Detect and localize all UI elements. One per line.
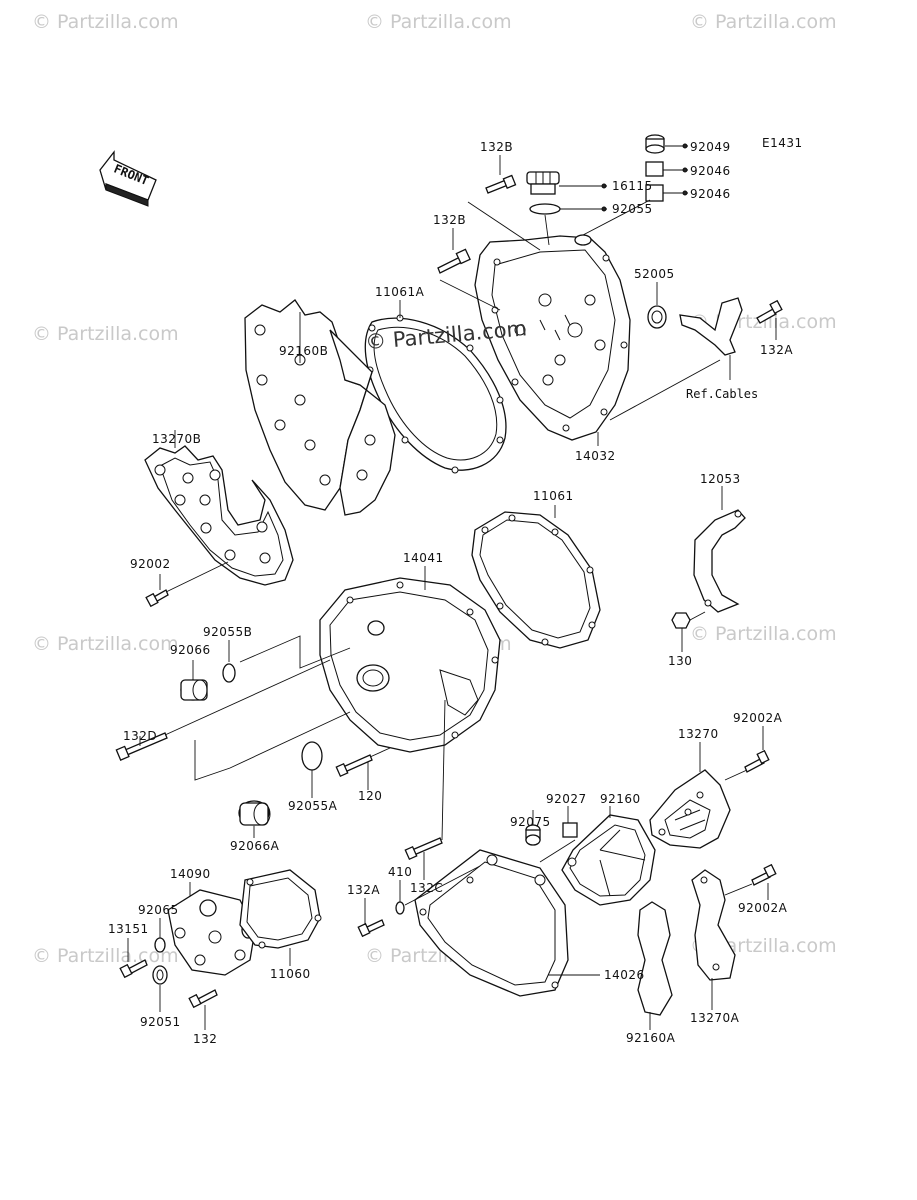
label-13270B: 13270B (152, 432, 201, 446)
label-410: 410 (388, 865, 412, 879)
bolt-92002 (145, 561, 229, 608)
cover-14026 (404, 839, 600, 997)
bolt-132C (404, 699, 446, 880)
label-16115: 16115 (612, 179, 653, 193)
bolt-132B-mid (437, 228, 471, 274)
bolt-13151 (119, 938, 148, 979)
clutch-cover-14032 (439, 199, 721, 446)
oil-seal-52005 (647, 282, 667, 329)
bolt-130 (671, 611, 706, 652)
watermark-text: © Partzilla.com (32, 633, 179, 655)
dowel-92027 (562, 806, 578, 838)
label-92002: 92002 (130, 557, 171, 571)
part-92046-bushing-b (645, 184, 688, 202)
label-92055: 92055 (612, 202, 653, 216)
label-132A: 132A (347, 883, 380, 897)
bolt-132D (115, 659, 351, 781)
label-92046: 92046 (690, 187, 731, 201)
label-132A: 132A (760, 343, 793, 357)
oring-92065 (154, 918, 166, 953)
label-11061A: 11061A (375, 285, 425, 299)
plug-92066 (180, 660, 208, 701)
oring-92055B (222, 635, 351, 683)
label-92049: 92049 (690, 140, 731, 154)
plate-13270B (144, 430, 294, 586)
label-92002A: 92002A (733, 711, 783, 725)
bolt-92002A-upper (724, 726, 770, 781)
watermark-text: © Partzilla.com (32, 11, 179, 33)
label-130: 130 (668, 654, 692, 668)
plate-13270 (649, 742, 731, 849)
plug-92066A (238, 800, 271, 838)
washer-410 (395, 880, 405, 915)
label-132D: 132D (123, 729, 157, 743)
cable-bracket (679, 297, 743, 380)
ref-cables-label: Ref.Cables (686, 387, 758, 401)
plate-13270A (691, 869, 736, 1010)
label-92160: 92160 (600, 792, 641, 806)
label-13270A: 13270A (690, 1011, 740, 1025)
label-52005: 52005 (634, 267, 675, 281)
guide-12053 (693, 486, 746, 613)
label-13270: 13270 (678, 727, 719, 741)
label-92160B: 92160B (279, 344, 328, 358)
label-92051: 92051 (140, 1015, 181, 1029)
label-92055B: 92055B (203, 625, 252, 639)
diagram-code: E1431 (762, 136, 803, 150)
part-labels: 132B 16115 92055 92049 92046 92046 132B … (108, 140, 793, 1046)
label-12053: 12053 (700, 472, 741, 486)
bolt-120 (335, 747, 391, 790)
label-14041: 14041 (403, 551, 444, 565)
insulator-92160 (561, 806, 656, 906)
dowel-92075 (525, 810, 541, 846)
label-11061: 11061 (533, 489, 574, 503)
oring-92055A (301, 741, 323, 798)
label-92046: 92046 (690, 164, 731, 178)
insulator-92160A (637, 901, 673, 1030)
bolt-132B-top (485, 155, 517, 194)
insulator-92160B (244, 299, 396, 516)
part-92046-bushing-a (645, 161, 688, 177)
label-92002A: 92002A (738, 901, 788, 915)
bolt-132A-low (357, 898, 385, 938)
label-92066A: 92066A (230, 839, 280, 853)
label-92027: 92027 (546, 792, 587, 806)
gasket-11061 (471, 505, 601, 649)
oring-92055 (529, 203, 607, 215)
watermark-text: © Partzilla.com (365, 11, 512, 33)
label-132B: 132B (433, 213, 466, 227)
watermark-text: © Partzilla.com (690, 623, 837, 645)
label-132C: 132C (410, 881, 443, 895)
label-13151: 13151 (108, 922, 149, 936)
crankcase-cover-14041 (319, 566, 501, 753)
bolt-92002A-lower (724, 863, 777, 900)
label-14032: 14032 (575, 449, 616, 463)
label-92075: 92075 (510, 815, 551, 829)
label-92065: 92065 (138, 903, 179, 917)
gasket-11060 (239, 869, 322, 966)
front-arrow-icon: FRONT (99, 150, 157, 207)
filler-cap-16115 (526, 171, 607, 195)
watermark-text: © Partzilla.com (690, 11, 837, 33)
part-92049-washer (645, 134, 688, 154)
oring-92051 (152, 965, 168, 1012)
label-92066: 92066 (170, 643, 211, 657)
label-132B: 132B (480, 140, 513, 154)
label-14090: 14090 (170, 867, 211, 881)
watermark-text: © Partzilla.com (32, 323, 179, 345)
bolt-132 (188, 989, 218, 1030)
label-120: 120 (358, 789, 382, 803)
label-14026: 14026 (604, 968, 645, 982)
label-11060: 11060 (270, 967, 311, 981)
label-92055A: 92055A (288, 799, 338, 813)
label-92160A: 92160A (626, 1031, 676, 1045)
bolt-132A-right (756, 299, 783, 340)
label-132: 132 (193, 1032, 217, 1046)
